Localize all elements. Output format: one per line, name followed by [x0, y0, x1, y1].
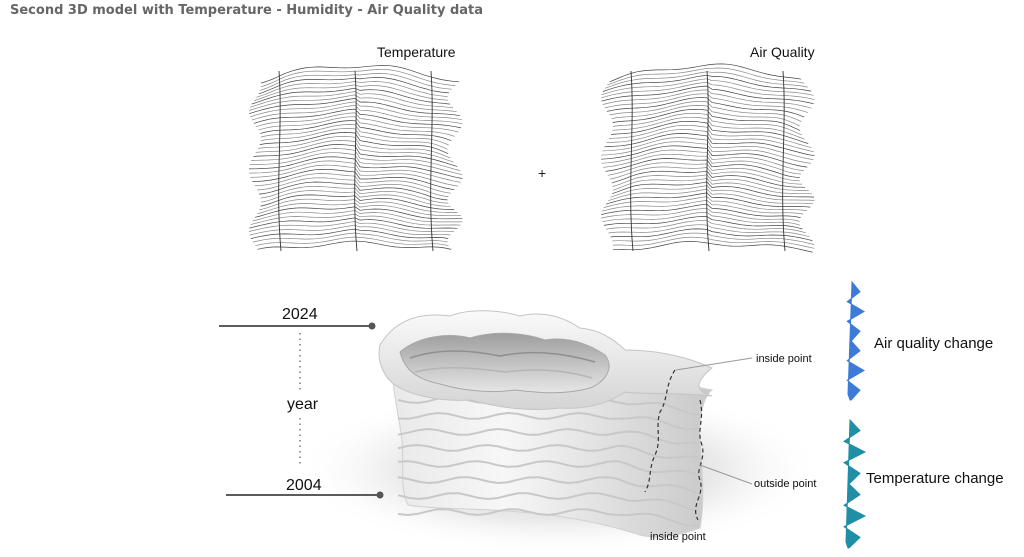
wireframe-contour-line: [255, 236, 449, 247]
inner-rib-2: [414, 367, 593, 379]
wireframe-contour-line: [607, 97, 805, 118]
leader-outside-point: [699, 464, 753, 485]
wireframe-contour-line: [250, 228, 449, 239]
wireframe-contour-line: [260, 65, 459, 84]
wireframe-edge-line: [278, 70, 282, 252]
wireframe-contour-line: [253, 84, 448, 102]
wireframe-edge-line: [630, 70, 634, 252]
wireframe-contour-line: [257, 240, 452, 250]
timeline-top-year: 2024: [282, 306, 318, 323]
inner-rib-1: [409, 350, 596, 363]
wireframe-contour-line: [601, 78, 814, 96]
inside-outside-dashed-path: [644, 369, 704, 521]
wireframe-contour-line: [608, 124, 812, 149]
wireframe-contour-line: [607, 67, 805, 86]
wireframe-contour-line: [259, 132, 449, 155]
wireframe-contour-line: [602, 89, 812, 109]
wireframe-contour-line: [256, 81, 448, 98]
timeline-bottom-dot: [376, 491, 384, 499]
model-layer-band: [397, 460, 699, 476]
wireframe-contour-line: [248, 94, 457, 113]
solid-model-inner-hollow: [399, 332, 610, 394]
wireframe-contour-line: [612, 112, 802, 136]
model-layer-band: [397, 492, 699, 512]
model-layer-band: [397, 443, 699, 460]
wireframe-contour-line: [610, 120, 809, 144]
wireframe-contour-line: [612, 232, 815, 245]
plus-sign: +: [538, 165, 547, 181]
timeline-bottom-year: 2004: [286, 477, 322, 494]
wireframe-contour-line: [252, 232, 448, 243]
wireframe-contour-line: [256, 112, 459, 133]
wireframe-contour-line: [604, 93, 809, 113]
page-title: Second 3D model with Temperature - Humid…: [10, 3, 484, 18]
wireframe-contour-line: [253, 108, 462, 129]
air-quality-change-label: Air quality change: [874, 335, 994, 352]
wireframe-contour-line: [258, 116, 456, 137]
wireframe-edge-line: [782, 70, 786, 252]
inside-point-top-label: inside point: [756, 353, 812, 365]
inside-point-bottom-label: inside point: [650, 531, 706, 543]
model-layer-band: [397, 427, 699, 445]
wireframe-contour-line: [248, 98, 460, 117]
wireframe-contour-line: [600, 145, 808, 168]
wireframe-contour-line: [249, 91, 454, 109]
timeline-axis-label: year: [287, 396, 319, 413]
wireframe-contour-line: [610, 228, 813, 241]
temperature-model-title: Temperature: [377, 44, 456, 60]
wireframe-contour-line: [257, 136, 451, 159]
wireframe-edge-line: [430, 70, 434, 252]
outside-point-label: outside point: [754, 478, 817, 490]
wireframe-contour-line: [612, 116, 805, 140]
wireframe-contour-line: [601, 85, 814, 105]
wireframe-contour-line: [612, 236, 815, 249]
temperature-change-label: Temperature change: [866, 470, 1004, 487]
wireframe-contour-line: [255, 140, 454, 163]
air-quality-model-title: Air Quality: [750, 44, 815, 60]
wireframe-contour-line: [606, 129, 814, 153]
air-quality-change-glyph: [846, 280, 865, 401]
air-quality-wireframe-model: [600, 63, 815, 253]
wireframe-contour-line: [611, 105, 800, 127]
wireframe-edge-line: [354, 70, 358, 252]
wireframe-contour-line: [260, 120, 452, 142]
wireframe-contour-line: [251, 87, 450, 105]
wireframe-contour-line: [609, 101, 802, 122]
wireframe-contour-line: [253, 144, 458, 167]
wireframe-contour-line: [600, 82, 815, 100]
wireframe-contour-line: [612, 241, 813, 253]
wireframe-contour-line: [251, 105, 463, 125]
wireframe-contour-line: [260, 124, 449, 146]
model-layer-band: [397, 508, 699, 527]
wireframe-contour-line: [601, 141, 811, 164]
wireframe-contour-line: [260, 128, 448, 150]
timeline-top-dot: [368, 322, 376, 330]
wireframe-contour-line: [612, 108, 800, 131]
temperature-wireframe-model: [248, 65, 463, 252]
wireframe-contour-line: [604, 133, 815, 157]
wireframe-edge-line: [706, 70, 710, 252]
wireframe-contour-line: [249, 101, 463, 121]
wireframe-contour-line: [609, 63, 802, 83]
leader-inside-point-top: [675, 357, 753, 371]
wireframe-contour-line: [602, 137, 814, 160]
temperature-change-glyph: [843, 418, 867, 549]
model-layer-band: [397, 411, 699, 431]
